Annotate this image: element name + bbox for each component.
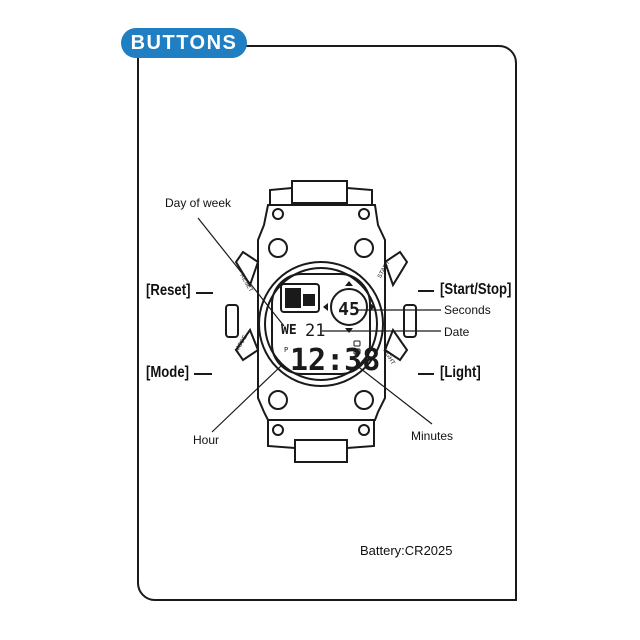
leader-day-of-week [197,217,285,327]
arrow-up [345,281,353,286]
screw-bottom-left [272,424,284,436]
pusher-reset [234,250,260,288]
pusher-start [383,250,409,288]
lcd-date: 21 [305,321,325,341]
lcd-graphic [280,283,320,313]
guard-screw-bl [268,390,288,410]
lcd-indicator-1 [353,340,361,347]
guard-screw-br [354,390,374,410]
bottom-strap [294,439,348,463]
section-title: BUTTONS [121,28,247,58]
leader-hour [211,364,283,433]
label-day-of-week: Day of week [165,196,232,210]
label-hour: Hour [193,433,220,447]
screw-bottom-right [358,424,370,436]
lcd-pm: P [284,346,288,354]
label-date: Date [444,325,470,339]
pusher-light [383,327,409,362]
crown-right [403,304,417,338]
watch-case [257,204,386,421]
bezel-inner [264,267,378,381]
arrow-left [323,303,328,311]
bezel-outer [258,261,384,387]
lcd-seconds: 45 [338,299,360,320]
guard-screw-tr [354,238,374,258]
top-strap-lug [269,187,373,205]
label-start-stop-button: [Start/Stop] [440,281,512,298]
lcd-block [285,288,301,308]
bottom-strap-lug [267,420,375,449]
lcd-indicator-2 [353,348,361,355]
lcd-block-2 [303,294,315,306]
label-minutes: Minutes [411,429,454,443]
bezel-light: LIGHT [381,348,395,367]
label-light-button: [Light] [440,364,481,381]
screw-top-right [358,208,370,220]
pusher-mode [234,327,260,362]
battery-info: Battery:CR2025 [360,543,453,558]
label-mode-button: [Mode] [146,364,189,381]
content-frame [137,45,517,601]
arrow-right [370,303,375,311]
dial-face [271,273,371,375]
top-strap [291,180,348,204]
lcd-day: WE [281,323,297,338]
crown-left [225,304,239,338]
label-reset-button: [Reset] [146,282,191,299]
label-seconds: Seconds [444,303,491,317]
guard-screw-tl [268,238,288,258]
leader-minutes [355,364,433,425]
screw-top-left [272,208,284,220]
seconds-ring [330,288,368,326]
